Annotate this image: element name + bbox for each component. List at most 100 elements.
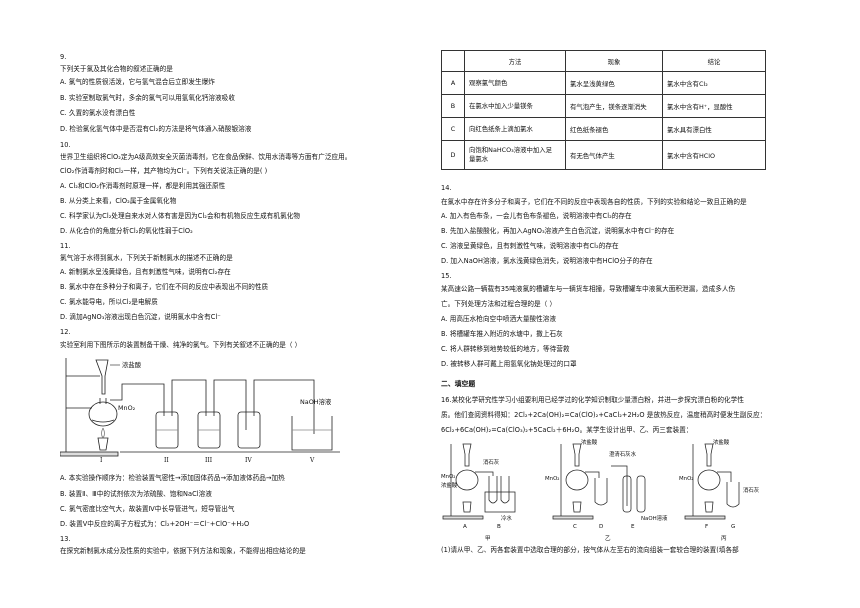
fig-label: 浓盐酸 — [441, 481, 458, 489]
q13-stem: 在探究新制氯水成分及性质的实验中，依据下列方法和现象，不能得出相应结论的是 — [60, 547, 306, 555]
table-row: C 向红色纸条上滴加氯水 红色纸条褪色 氯水具有漂白性 — [441, 117, 766, 141]
label-naoh: NaOH溶液 — [300, 397, 332, 406]
q9-stem: 下列关于氯及其化合物的叙述正确的是 — [60, 65, 173, 73]
fig-label: MnO₂ — [441, 474, 455, 480]
q14-option-b: B. 先加入盐酸酸化，再加入AgNO₃溶液产生白色沉淀，说明氯水中有Cl⁻的存在 — [441, 227, 675, 235]
q16-apparatus-figure: MnO₂ 浓盐酸 消石灰 冷水 浓盐酸 MnO₂ 澄清石灰水 NaOH溶液 浓盐… — [441, 438, 760, 542]
q14-number: 14. — [441, 184, 452, 192]
q14-option-c: C. 溶液呈黄绿色，且有刺激性气味，说明溶液中有Cl₂的存在 — [441, 242, 619, 250]
table-cell: 氯水具有漂白性 — [662, 117, 766, 141]
apparatus-letter: C — [573, 524, 577, 530]
apparatus-letter: A — [463, 524, 467, 530]
q14-option-d: D. 加入NaOH溶液，氯水浅黄绿色消失，说明溶液中有HClO分子的存在 — [441, 257, 653, 265]
q15-option-d: D. 被转移人群可戴上用氢氧化钠处理过的口罩 — [441, 360, 577, 368]
table-row: A 观察氯气颜色 氯水呈浅黄绿色 氯水中含有Cl₂ — [441, 71, 766, 95]
roman-iv: IV — [245, 457, 252, 464]
fig-label: 冷水 — [501, 514, 512, 522]
apparatus-letter: E — [631, 524, 635, 530]
q15-option-b: B. 将槽罐车推入附近的水塘中，撒上石灰 — [441, 330, 563, 338]
table-cell: A — [441, 71, 465, 95]
table-header: 方法 — [464, 50, 566, 72]
table-row: D 向饱和NaHCO₃溶液中加入足量氯水 有无色气体产生 氯水中含有HClO — [441, 140, 766, 170]
q10-stem-line1: 世界卫生组织将ClO₂定为A级高效安全灭菌消毒剂，它在食品保鲜、饮用水消毒等方面… — [60, 153, 352, 161]
table-cell: 观察氯气颜色 — [464, 71, 566, 95]
table-header-row: 方法 现象 结论 — [441, 50, 766, 72]
table-cell: 有气泡产生，镁条逐渐消失 — [565, 94, 663, 118]
table-cell: 向红色纸条上滴加氯水 — [464, 117, 566, 141]
table-header: 结论 — [662, 50, 766, 72]
q10-option-c: C. 科学家认为Cl₂处理自来水对人体有害是因为Cl₂会和有机物反应生成有机氯化… — [60, 212, 301, 220]
apparatus-letter: D — [599, 524, 603, 530]
q9-option-a: A. 氯气的性质很活泼，它与氢气混合后立即发生爆炸 — [60, 78, 215, 86]
label-conc-hcl: 浓盐酸 — [122, 360, 142, 369]
fig-label: MnO₂ — [545, 476, 559, 482]
q9-option-d: D. 检验氯化氢气体中是否混有Cl₂的方法是将气体通入硝酸银溶液 — [60, 125, 252, 133]
roman-ii: II — [164, 457, 169, 464]
q9-option-c: C. 久置的氯水没有漂白性 — [60, 109, 136, 117]
q11-option-a: A. 新制氯水呈浅黄绿色，且有刺激性气味，说明有Cl₂存在 — [60, 268, 231, 276]
apparatus-letter: G — [731, 524, 735, 530]
table-cell: 氯水中含有HClO — [662, 140, 766, 170]
q15-stem-line2: 亡。下列处理方法和过程合理的是（ ） — [441, 300, 557, 308]
roman-iii: III — [205, 457, 213, 464]
q10-option-b: B. 从分类上来看，ClO₂属于金属氧化物 — [60, 197, 177, 205]
q15-option-a: A. 用高压水枪向空中喷洒大量酸性溶液 — [441, 315, 557, 323]
q16-question-1: (1)请从甲、乙、丙各套装置中选取合理的部分，按气体从左至右的流向组装一套较合理… — [441, 546, 739, 554]
table-cell: 向饱和NaHCO₃溶液中加入足量氯水 — [464, 140, 566, 170]
table-row: B 在氯水中加入少量镁条 有气泡产生，镁条逐渐消失 氯水中含有H⁺，显酸性 — [441, 94, 766, 118]
table-cell: C — [441, 117, 465, 141]
q9-number: 9. — [60, 53, 67, 61]
fig-label: 消石灰 — [743, 486, 760, 494]
label-mno2: MnO₂ — [118, 404, 136, 412]
table-cell: 在氯水中加入少量镁条 — [464, 94, 566, 118]
q13-table: 方法 现象 结论 A 观察氯气颜色 氯水呈浅黄绿色 氯水中含有Cl₂ B 在氯水… — [441, 50, 766, 170]
q16-line3: 6Cl₂+6Ca(OH)₂=Ca(ClO₃)₂+5CaCl₂＋6H₂O。某学生设… — [441, 426, 693, 434]
fig-label: MnO₂ — [679, 476, 693, 482]
q10-number: 10. — [60, 141, 71, 149]
q11-option-b: B. 氯水中存在多种分子和离子，它们在不同的反应中表现出不同的性质 — [60, 283, 269, 291]
q12-option-a: A. 本实验操作顺序为：检验装置气密性→添加固体药品→添加液体药品→加热 — [60, 474, 285, 482]
q14-stem: 在氯水中存在许多分子和离子，它们在不同的反应中表现各自的性质，下列的实验和结论一… — [441, 198, 747, 206]
table-cell: 有无色气体产生 — [565, 140, 663, 170]
group-label: 甲 — [485, 535, 491, 542]
q10-stem-line2: ClO₂作消毒剂时和Cl₂一样，其产物均为Cl⁻。下列有关说法正确的是( ) — [60, 167, 268, 175]
method-line2: 量氯水 — [469, 155, 489, 163]
q10-option-a: A. Cl₂和ClO₂作消毒剂时原理一样，都是利用其强还原性 — [60, 182, 226, 190]
table-cell: 红色纸条褪色 — [565, 117, 663, 141]
q12-apparatus-figure: 浓盐酸 MnO₂ NaOH溶液 I II III IV V — [60, 358, 340, 464]
group-label: 乙 — [605, 535, 611, 542]
fig-label: 浓盐酸 — [581, 438, 598, 446]
apparatus-letter: B — [497, 524, 501, 530]
table-cell: 氯水中含有Cl₂ — [662, 71, 766, 95]
q10-option-d: D. 从化合价的角度分析Cl₂的氧化性弱于ClO₂ — [60, 227, 193, 235]
q11-option-d: D. 滴加AgNO₃溶液出现白色沉淀，说明氯水中含有Cl⁻ — [60, 313, 221, 321]
fig-label: 澄清石灰水 — [609, 450, 637, 458]
apparatus-letter: F — [705, 524, 708, 530]
table-header — [441, 50, 465, 72]
table-header: 现象 — [565, 50, 663, 72]
table-cell: 氯水呈浅黄绿色 — [565, 71, 663, 95]
table-cell: 氯水中含有H⁺，显酸性 — [662, 94, 766, 118]
fig-label: 浓盐酸 — [713, 438, 730, 446]
q15-stem-line1: 某高速公路一辆载有35吨液氯的槽罐车与一辆货车相撞，导致槽罐车中液氯大面积泄漏，… — [441, 285, 736, 293]
q12-stem: 实验室利用下图所示的装置制备干燥、纯净的氯气。下列有关叙述不正确的是（ ） — [60, 341, 302, 349]
q15-option-c: C. 将人群转移到地势较低的地方，等待营救 — [441, 345, 570, 353]
q11-stem: 氯气溶于水得到氯水，下列关于新制氯水的描述不正确的是 — [60, 254, 233, 262]
q12-number: 12. — [60, 328, 71, 336]
q16-line1: 16.某校化学研究性学习小组要利用已经学过的化学知识制取少量漂白粉，并进一步探究… — [441, 396, 744, 404]
roman-i: I — [100, 457, 103, 464]
section-fill-in-heading: 二、填空题 — [441, 380, 476, 388]
fig-label: NaOH溶液 — [641, 514, 668, 522]
q12-option-d: D. 装置Ⅴ中反应的离子方程式为：Cl₂+2OH⁻＝Cl⁻+ClO⁻+H₂O — [60, 520, 250, 528]
method-line1: 向饱和NaHCO₃溶液中加入足 — [469, 146, 553, 154]
q16-line2: 质。他们查阅资料得知：2Cl₂+2Ca(OH)₂=Ca(ClO)₂+CaCl₂+… — [441, 411, 767, 419]
q13-number: 13. — [60, 535, 71, 543]
q12-option-c: C. 氯气密度比空气大，故装置Ⅳ中长导管进气，短导管出气 — [60, 505, 235, 513]
table-cell: D — [441, 140, 465, 170]
table-cell: B — [441, 94, 465, 118]
q11-number: 11. — [60, 242, 71, 250]
q9-option-b: B. 实验室制取氯气时，多余的氯气可以用氢氧化钙溶液吸收 — [60, 94, 235, 102]
fig-label: 消石灰 — [483, 458, 500, 466]
group-label: 丙 — [721, 535, 727, 542]
